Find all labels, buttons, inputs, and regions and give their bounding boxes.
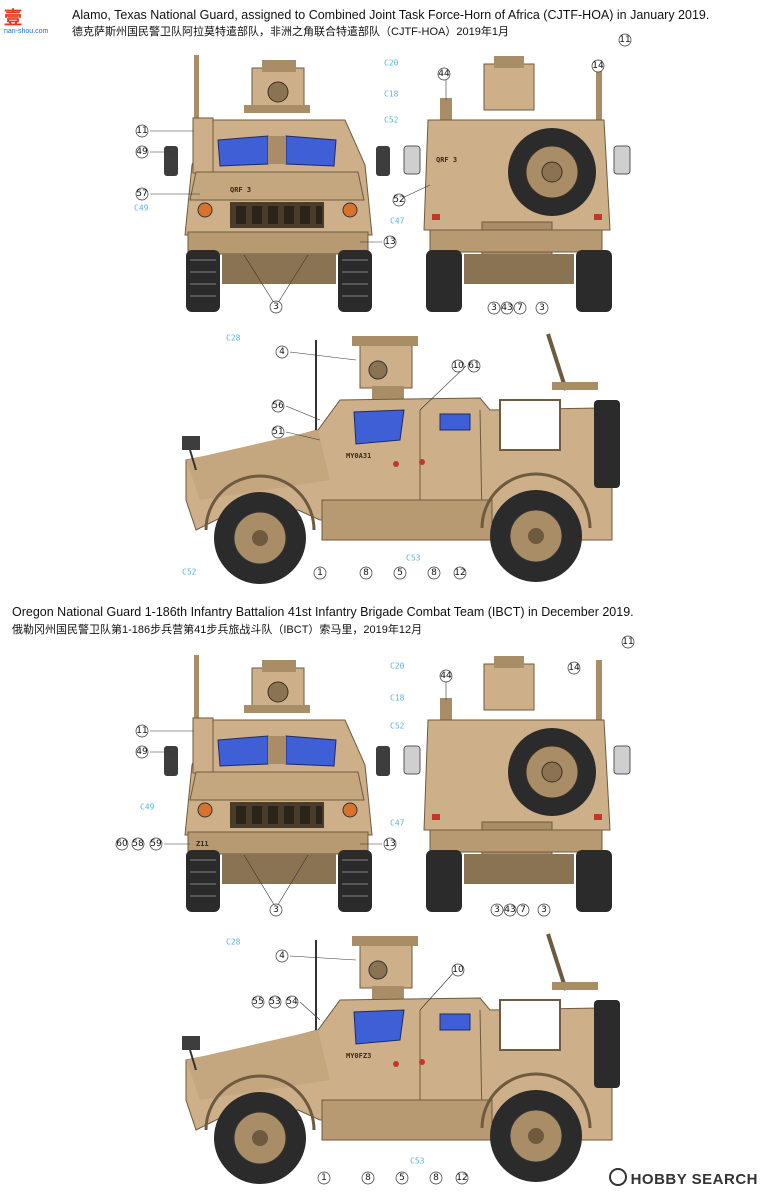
svg-text:60: 60 (116, 839, 128, 849)
svg-text:55: 55 (252, 997, 263, 1007)
s1-front-stencil: QRF 3 (230, 186, 251, 194)
svg-text:C20: C20 (390, 662, 405, 671)
svg-text:1: 1 (317, 568, 323, 578)
s2-front-stencil: Z11 (196, 840, 209, 848)
svg-text:C53: C53 (406, 554, 421, 563)
svg-text:3: 3 (491, 303, 497, 313)
svg-text:13: 13 (384, 839, 395, 849)
svg-text:10: 10 (452, 361, 464, 371)
svg-text:49: 49 (136, 147, 148, 157)
s1-rear-callouts: 44 14 11 52 3 43 7 3 C20 C18 C52 C47 (384, 33, 632, 315)
section1-caption-en: Alamo, Texas National Guard, assigned to… (72, 8, 710, 22)
svg-text:7: 7 (517, 303, 523, 313)
svg-text:57: 57 (136, 189, 147, 199)
s2-side-stencil: MY0FZ3 (346, 1052, 371, 1060)
s2-rear-callouts: 44 14 11 3 43 7 3 C20 C18 C52 C47 (390, 635, 635, 917)
section2-front-view (163, 654, 391, 913)
svg-text:14: 14 (568, 663, 580, 673)
footer-brand: HOBBY SEARCH (608, 1168, 758, 1188)
logo-brand: 壹 (4, 8, 23, 28)
s1-front-callouts: 11 49 57 13 3 C49 (134, 124, 397, 314)
svg-text:C28: C28 (226, 938, 241, 947)
svg-text:3: 3 (541, 905, 547, 915)
svg-text:12: 12 (454, 568, 465, 578)
svg-text:8: 8 (363, 568, 369, 578)
hobby-search-logo-icon (608, 1168, 627, 1186)
svg-text:C18: C18 (390, 694, 405, 703)
svg-text:11: 11 (622, 637, 633, 647)
svg-text:11: 11 (136, 726, 147, 736)
svg-text:43: 43 (501, 303, 512, 313)
svg-text:51: 51 (272, 427, 283, 437)
svg-text:61: 61 (468, 361, 479, 371)
svg-text:56: 56 (272, 401, 284, 411)
svg-text:C20: C20 (384, 59, 399, 68)
svg-text:8: 8 (365, 1173, 371, 1183)
svg-text:3: 3 (273, 905, 279, 915)
svg-text:54: 54 (286, 997, 298, 1007)
logo-site: nan-shou.com (4, 28, 49, 35)
svg-text:12: 12 (456, 1173, 467, 1183)
svg-text:5: 5 (399, 1173, 405, 1183)
svg-text:C18: C18 (384, 90, 399, 99)
s1-side-stencil: MY0A31 (346, 452, 371, 460)
svg-text:C52: C52 (384, 116, 399, 125)
svg-text:43: 43 (504, 905, 515, 915)
svg-text:C28: C28 (226, 334, 241, 343)
svg-text:11: 11 (619, 35, 630, 45)
svg-text:52: 52 (393, 195, 404, 205)
svg-text:5: 5 (397, 568, 403, 578)
section2-caption-cn: 俄勒冈州国民警卫队第1-186步兵营第41步兵旅战斗队（IBCT）索马里，201… (12, 624, 423, 636)
svg-text:1: 1 (321, 1173, 327, 1183)
svg-text:C52: C52 (182, 568, 197, 577)
svg-text:4: 4 (279, 347, 285, 357)
s1-rear-stencil: QRF 3 (436, 156, 457, 164)
svg-text:C47: C47 (390, 819, 405, 828)
s2-front-callouts: 11 49 60 58 59 13 3 C49 (115, 724, 397, 917)
svg-text:8: 8 (431, 568, 437, 578)
section1-side-view (180, 332, 622, 586)
svg-text:7: 7 (520, 905, 526, 915)
svg-text:C49: C49 (140, 803, 155, 812)
svg-text:3: 3 (539, 303, 545, 313)
section2-side-view (180, 932, 622, 1186)
section1-rear-view (403, 55, 631, 313)
svg-text:C47: C47 (390, 217, 405, 226)
svg-text:3: 3 (494, 905, 500, 915)
svg-text:53: 53 (269, 997, 280, 1007)
section2-rear-view (403, 655, 631, 913)
svg-text:44: 44 (438, 69, 450, 79)
svg-text:C52: C52 (390, 722, 405, 731)
svg-text:59: 59 (150, 839, 162, 849)
svg-text:49: 49 (136, 747, 148, 757)
svg-text:C53: C53 (410, 1157, 425, 1166)
site-logo: 壹 nan-shou.com (4, 4, 68, 38)
svg-text:58: 58 (132, 839, 144, 849)
svg-text:11: 11 (136, 126, 147, 136)
svg-text:C49: C49 (134, 204, 149, 213)
svg-text:14: 14 (592, 61, 604, 71)
svg-text:44: 44 (440, 671, 452, 681)
section2-caption-en: Oregon National Guard 1-186th Infantry B… (12, 605, 634, 619)
s2-side-callouts: 4 10 55 53 54 1 8 5 8 12 C28 C53 (226, 938, 469, 1185)
footer-brand-text: HOBBY SEARCH (630, 1171, 758, 1188)
svg-text:4: 4 (279, 951, 285, 961)
svg-text:3: 3 (273, 302, 279, 312)
svg-text:8: 8 (433, 1173, 439, 1183)
section1-caption-cn: 德克萨斯州国民警卫队阿拉莫特遣部队，非洲之角联合特遣部队（CJTF-HOA）20… (72, 26, 509, 38)
svg-text:13: 13 (384, 237, 395, 247)
section1-front-view (163, 54, 391, 313)
s1-side-callouts: 4 10 61 56 51 1 8 5 8 12 C28 C53 C52 (182, 334, 481, 580)
svg-text:10: 10 (452, 965, 464, 975)
